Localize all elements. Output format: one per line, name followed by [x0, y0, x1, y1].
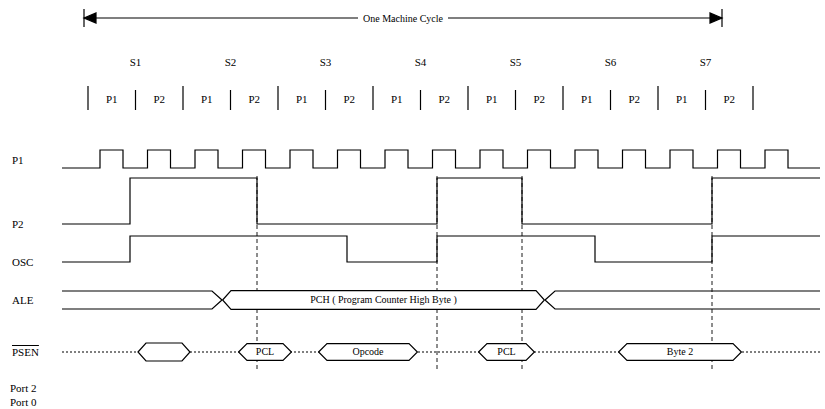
phase-tick: [325, 90, 326, 110]
phase-label: P1: [201, 93, 213, 106]
phase-label: P1: [106, 93, 118, 106]
phase-tick: [610, 90, 611, 110]
phase-label: P2: [533, 93, 545, 106]
signal-name: OSC: [12, 256, 33, 269]
phase-label: P1: [581, 93, 593, 106]
state-label: S7: [700, 56, 712, 69]
phase-tick: [372, 86, 373, 110]
bus-value: PCH ( Program Counter High Byte ): [310, 294, 457, 306]
phase-label: P1: [391, 93, 403, 106]
signal-name: P2: [12, 218, 24, 231]
state-label: S6: [605, 56, 617, 69]
psen-wave: [62, 236, 820, 262]
phase-tick: [657, 86, 658, 110]
phase-tick: [277, 86, 278, 110]
phase-label: P1: [676, 93, 688, 106]
bus-segment: [138, 343, 190, 361]
bus-value: Byte 2: [667, 346, 693, 358]
ale-wave: [62, 178, 820, 224]
signal-name: P1: [12, 154, 24, 167]
phase-label: P2: [723, 93, 735, 106]
bus-segment: PCL: [478, 343, 535, 361]
bus-value: PCL: [497, 346, 515, 358]
dashed-marker: [437, 176, 438, 372]
phase-label: P2: [628, 93, 640, 106]
state-label: S3: [320, 56, 332, 69]
port2-bus: [62, 291, 820, 309]
hexagon-outline: [223, 291, 545, 310]
dashed-marker: [712, 176, 713, 372]
phase-label: P2: [438, 93, 450, 106]
cycle-label: One Machine Cycle: [358, 12, 448, 25]
label: Port 2: [10, 382, 37, 395]
phase-label: P1: [296, 93, 308, 106]
phase-tick: [467, 86, 468, 110]
signal-name: ALE: [12, 294, 33, 307]
bus-segment: Opcode: [318, 343, 418, 361]
dashed-marker: [522, 176, 523, 372]
bus-value: Opcode: [352, 346, 383, 358]
phase-tick: [182, 86, 183, 110]
bus-value: PCL: [256, 346, 274, 358]
bus-segment: PCH ( Program Counter High Byte ): [222, 290, 545, 310]
state-label: S5: [510, 56, 522, 69]
state-label: S2: [225, 56, 237, 69]
hexagon-outline: [619, 344, 742, 361]
signal-name: PSEN: [12, 346, 39, 359]
hexagon-outline: [319, 344, 418, 361]
bus-segment: Byte 2: [618, 343, 742, 361]
clock-path: [62, 150, 820, 168]
bus-segment: PCL: [238, 343, 292, 361]
arrow-head: [84, 13, 96, 23]
phase-tick: [515, 90, 516, 110]
phase-tick: [752, 86, 753, 110]
hexagon-outline: [239, 344, 292, 361]
phase-label: P1: [486, 93, 498, 106]
phase-tick: [87, 86, 88, 110]
phase-label: P2: [153, 93, 165, 106]
phase-tick: [705, 90, 706, 110]
phase-ticks: [88, 86, 753, 110]
dashed-marker: [257, 176, 258, 372]
phase-tick: [562, 86, 563, 110]
state-label: S4: [415, 56, 427, 69]
hexagon-outline: [479, 344, 535, 361]
phase-tick: [230, 90, 231, 110]
phase-tick: [420, 90, 421, 110]
phase-tick: [135, 90, 136, 110]
phase-label: P2: [343, 93, 355, 106]
phase-label: P2: [248, 93, 260, 106]
arrow-head: [710, 13, 722, 23]
label: Port 0: [10, 396, 37, 409]
clock-wave: [62, 150, 820, 168]
state-label: S1: [130, 56, 142, 69]
